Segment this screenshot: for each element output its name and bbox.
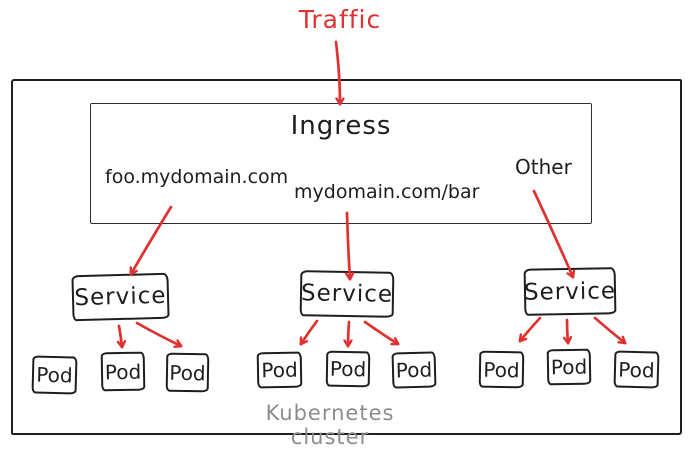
service-label: Service	[523, 277, 617, 306]
service-label: Service	[300, 280, 394, 308]
ingress-rule-foo-mydomain: foo.mydomain.com	[105, 166, 289, 188]
service-box-3: Service	[523, 267, 617, 316]
ingress-title: Ingress	[290, 111, 392, 141]
pod-label: Pod	[104, 359, 142, 384]
pod-label: Pod	[618, 357, 655, 382]
service-box-1: Service	[71, 272, 170, 322]
cluster-label: Kubernetes cluster	[265, 401, 395, 449]
pod-box: Pod	[100, 351, 146, 392]
pod-box: Pod	[391, 351, 437, 389]
traffic-label: Traffic	[298, 5, 382, 34]
pod-box: Pod	[31, 355, 78, 395]
pod-label: Pod	[329, 356, 367, 382]
kubernetes-cluster-boundary	[11, 79, 682, 435]
ingress-rule-mydomain-bar: mydomain.com/bar	[294, 181, 480, 203]
pod-box: Pod	[613, 350, 660, 389]
pod-label: Pod	[483, 357, 520, 382]
pod-label: Pod	[261, 357, 298, 383]
pod-box: Pod	[256, 351, 303, 389]
service-label: Service	[74, 282, 167, 312]
pod-label: Pod	[169, 360, 206, 385]
ingress-rule-other: Other	[515, 155, 572, 179]
ingress-box: Ingress foo.mydomain.com mydomain.com/ba…	[90, 103, 592, 224]
pod-label: Pod	[550, 354, 588, 380]
pod-box: Pod	[546, 348, 592, 386]
pod-label: Pod	[36, 362, 73, 388]
pod-label: Pod	[395, 357, 433, 383]
pod-box: Pod	[165, 352, 210, 393]
pod-box: Pod	[478, 350, 525, 389]
pod-box: Pod	[325, 350, 371, 388]
service-box-2: Service	[299, 270, 395, 318]
